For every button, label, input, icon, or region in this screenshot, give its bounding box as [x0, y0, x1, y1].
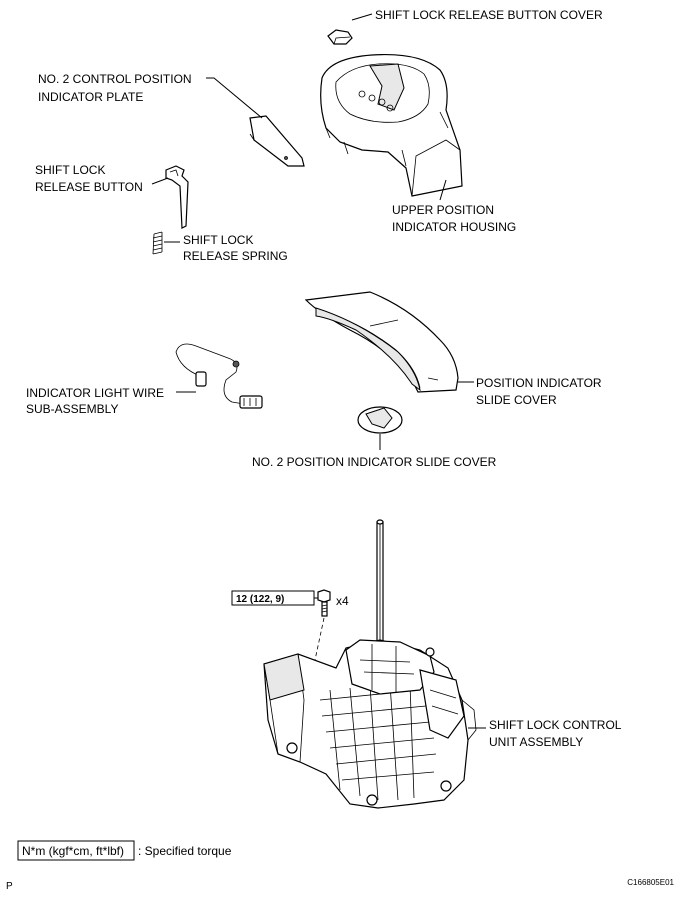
legend-box	[17, 840, 135, 861]
legend-units: N*m (kgf*cm, ft*lbf)	[22, 844, 124, 858]
label-light-wire-line2: SUB-ASSEMBLY	[26, 402, 118, 416]
label-control-unit-line2: UNIT ASSEMBLY	[489, 735, 583, 749]
no2-control-position-indicator-plate	[249, 115, 305, 167]
torque-value: 12 (122, 9)	[236, 594, 284, 605]
leader-button-cover	[351, 13, 373, 21]
label-upper-housing-line1: UPPER POSITION	[392, 203, 494, 217]
shift-lock-release-spring	[152, 231, 163, 255]
upper-position-indicator-housing	[320, 53, 463, 197]
torque-callout: 12 (122, 9)	[231, 590, 320, 606]
label-control-unit-line1: SHIFT LOCK CONTROL	[489, 718, 622, 732]
label-slide-cover-line1: POSITION INDICATOR	[476, 376, 602, 390]
label-release-button-line1: SHIFT LOCK	[35, 163, 105, 177]
indicator-light-wire-sub-assembly	[175, 343, 263, 409]
label-release-spring-line1: SHIFT LOCK	[183, 233, 253, 247]
leader-indicator-plate	[206, 77, 263, 119]
leader-upper-housing	[439, 179, 447, 201]
torque-legend: N*m (kgf*cm, ft*lbf) : Specified torque	[17, 840, 232, 861]
label-release-spring-line2: RELEASE SPRING	[183, 249, 288, 263]
label-light-wire-line1: INDICATOR LIGHT WIRE	[26, 386, 164, 400]
bolt-icon	[317, 589, 331, 617]
footer-left-mark: P	[6, 881, 13, 892]
label-indicator-plate-line1: NO. 2 CONTROL POSITION	[38, 72, 192, 86]
shift-lock-release-button-cover	[327, 29, 353, 45]
no2-position-indicator-slide-cover	[357, 406, 403, 434]
shift-lock-control-unit-assembly	[263, 519, 477, 809]
label-slide-cover-line2: SLIDE COVER	[476, 393, 557, 407]
torque-quantity: x4	[336, 594, 349, 608]
figure-id: C166805E01	[627, 878, 674, 887]
label-shift-lock-release-button-cover: SHIFT LOCK RELEASE BUTTON COVER	[375, 8, 603, 22]
label-indicator-plate-line2: INDICATOR PLATE	[38, 90, 143, 104]
label-no2-slide-cover: NO. 2 POSITION INDICATOR SLIDE COVER	[252, 455, 497, 469]
leader-release-button	[151, 177, 169, 185]
position-indicator-slide-cover	[304, 291, 459, 393]
legend-description: : Specified torque	[138, 844, 232, 858]
label-release-button-line2: RELEASE BUTTON	[35, 180, 143, 194]
shift-lock-release-button	[165, 165, 189, 229]
label-upper-housing-line2: INDICATOR HOUSING	[392, 220, 516, 234]
